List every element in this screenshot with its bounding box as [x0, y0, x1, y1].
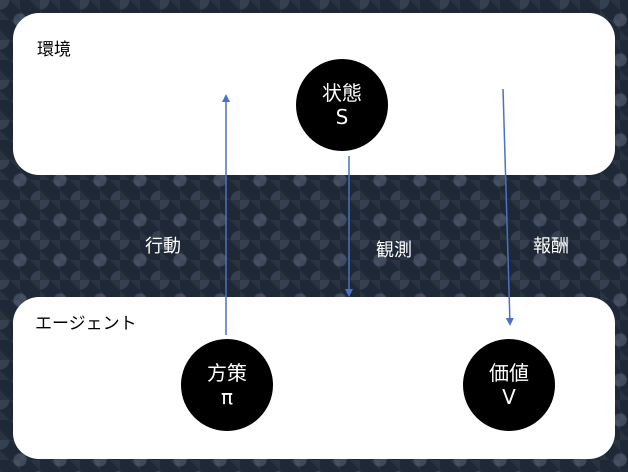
- state-name: 状態: [322, 81, 362, 105]
- action-label: 行動: [145, 236, 181, 257]
- reward-label: 報酬: [533, 236, 569, 257]
- observation-label: 観測: [376, 240, 412, 261]
- value-name: 価値: [489, 361, 529, 385]
- policy-name: 方策: [207, 361, 247, 385]
- state-node: 状態 S: [296, 59, 388, 151]
- value-node: 価値 V: [463, 339, 555, 431]
- agent-title: エージェント: [35, 314, 137, 334]
- reward-arrow: [502, 88, 514, 326]
- policy-symbol: π: [220, 385, 234, 409]
- state-symbol: S: [335, 105, 349, 129]
- policy-node: 方策 π: [181, 339, 273, 431]
- environment-title: 環境: [37, 40, 71, 60]
- value-symbol: V: [502, 385, 516, 409]
